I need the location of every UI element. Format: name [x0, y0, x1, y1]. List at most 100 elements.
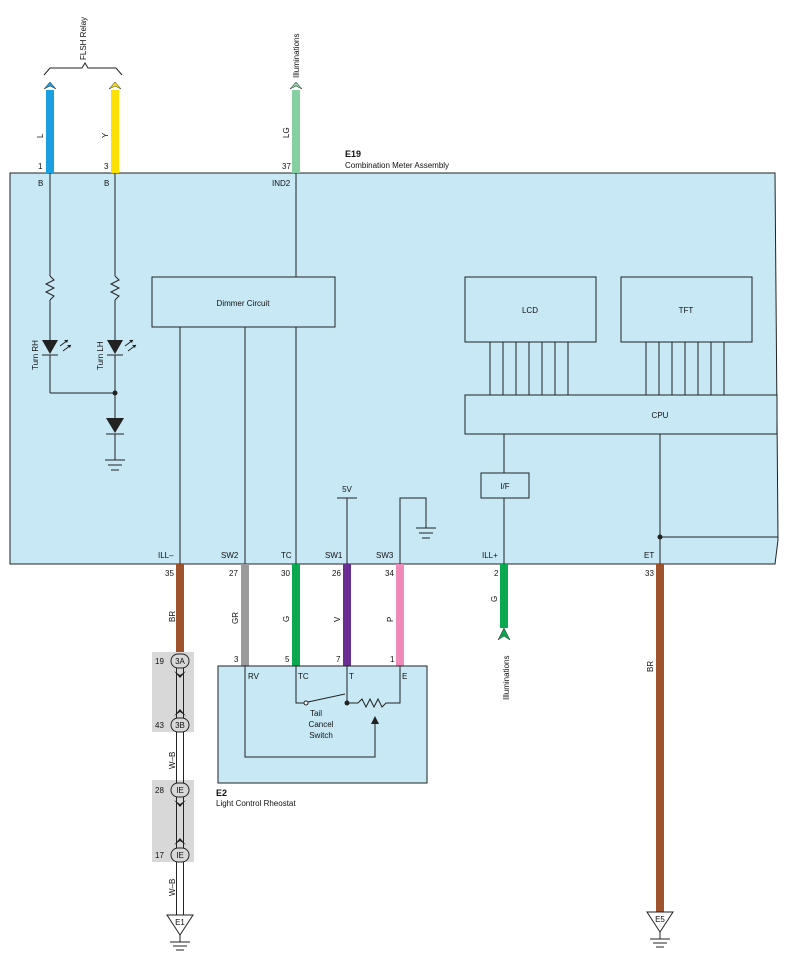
led-turn-lh-icon	[107, 339, 137, 356]
mate-arrow-IE-2-icon	[174, 838, 186, 845]
terminal-IND2: IND2	[272, 179, 291, 188]
e2-terminal-TC: TC	[298, 672, 309, 681]
terminal-SW3: SW3	[376, 551, 394, 560]
wire-P	[396, 564, 404, 666]
wire-code-G-tc: G	[282, 616, 291, 622]
illuminations-mid-label: Illuminations	[502, 656, 511, 700]
led-turn-rh-label: Turn RH	[31, 340, 40, 370]
rheostat-code: E2	[216, 788, 227, 798]
e2-terminal-E: E	[402, 672, 407, 681]
wire-code-V: V	[333, 616, 342, 622]
tft-label: TFT	[679, 306, 694, 315]
svg-text:3A: 3A	[175, 657, 185, 666]
terminal-ILL-minus: ILL–	[158, 551, 174, 560]
rheostat-box	[217, 665, 428, 784]
e2-pin-5: 5	[285, 655, 290, 664]
cpu-block	[464, 394, 778, 435]
meter-name: Combination Meter Assembly	[345, 161, 449, 170]
svg-text:IE: IE	[176, 851, 184, 860]
lcd-block	[464, 276, 597, 343]
if-block	[480, 472, 530, 499]
led-turn-lh-label: Turn LH	[96, 341, 105, 370]
e2-terminal-RV: RV	[248, 672, 260, 681]
wire-GR	[241, 564, 249, 666]
wire-Y	[108, 81, 122, 173]
wire-LG	[289, 81, 303, 173]
junction-pin-28: 28	[155, 786, 164, 795]
if-label: I/F	[500, 482, 509, 491]
dimmer-circuit-block	[151, 276, 336, 328]
pin-number-37: 37	[282, 162, 291, 171]
ground-internal-left-icon	[105, 459, 125, 471]
lcd-label: LCD	[522, 306, 538, 315]
meter-code: E19	[345, 149, 361, 159]
switch-label-cancel: Cancel	[309, 720, 334, 729]
wire-code-P: P	[386, 617, 395, 622]
wire-code-BR-right: BR	[646, 661, 655, 672]
pin-number-33: 33	[645, 569, 654, 578]
wire-code-L: L	[36, 133, 45, 138]
svg-text:IE: IE	[176, 786, 184, 795]
ground-E5-icon: E5	[646, 911, 674, 948]
junction-pin-43: 43	[155, 721, 164, 730]
svg-text:E1: E1	[175, 918, 185, 927]
rheostat-resistor	[357, 666, 401, 709]
wire-BR-left	[176, 564, 184, 654]
junction-pin-19: 19	[155, 657, 164, 666]
pin-number-1: 1	[38, 162, 43, 171]
mate-arrow-3B-icon	[174, 709, 186, 716]
e2-pin-1: 1	[390, 655, 395, 664]
terminal-ILL-plus: ILL+	[482, 551, 498, 560]
resistor-lh	[109, 275, 121, 301]
tft-block	[620, 276, 753, 343]
mate-arrow-3A-icon	[174, 671, 186, 678]
terminal-TC: TC	[281, 551, 292, 560]
e2-pin-7: 7	[336, 655, 341, 664]
wire-code-GR: GR	[231, 612, 240, 624]
wire-code-WB-2: W–B	[168, 879, 177, 896]
pin-number-2: 2	[494, 569, 499, 578]
lcd-bus-lines	[489, 342, 569, 395]
turn-indicator-circuit: Turn RH Turn LH	[31, 173, 137, 471]
junction-pin-17: 17	[155, 851, 164, 860]
wire-code-LG: LG	[282, 127, 291, 138]
dimmer-circuit-label: Dimmer Circuit	[217, 299, 271, 308]
wire-G-ill	[500, 564, 508, 628]
wire-G-ill-arrow	[497, 627, 511, 641]
terminal-SW1: SW1	[325, 551, 343, 560]
connector-IE-1-icon: IE	[170, 782, 190, 798]
e2-terminal-T: T	[349, 672, 354, 681]
pin-number-3: 3	[104, 162, 109, 171]
wire-code-G-ill: G	[490, 596, 499, 602]
illuminations-top-label: Illuminations	[292, 34, 301, 78]
wire-G-tc	[292, 564, 300, 666]
svg-text:E5: E5	[655, 915, 665, 924]
terminal-B-3: B	[104, 179, 109, 188]
cpu-label: CPU	[652, 411, 669, 420]
connector-IE-2-icon: IE	[170, 847, 190, 863]
supply-5v-label: 5V	[342, 485, 352, 494]
e2-pin-3: 3	[234, 655, 239, 664]
flsh-relay-brace: FLSH Relay	[43, 17, 123, 76]
pin-number-35: 35	[165, 569, 174, 578]
terminal-SW2: SW2	[221, 551, 239, 560]
wire-BR-right	[656, 564, 664, 912]
mate-arrow-IE-1-icon	[174, 800, 186, 807]
wire-V	[343, 564, 351, 666]
terminal-ET: ET	[644, 551, 654, 560]
switch-label-switch: Switch	[309, 731, 333, 740]
meter-panel	[9, 172, 779, 565]
resistor-rh	[44, 275, 56, 301]
ground-E1-icon: E1	[166, 914, 194, 951]
svg-text:3B: 3B	[175, 721, 185, 730]
terminal-B-1: B	[38, 179, 43, 188]
pin-number-34: 34	[385, 569, 394, 578]
flsh-relay-label: FLSH Relay	[79, 17, 88, 60]
tft-bus-lines	[645, 342, 725, 395]
tail-cancel-switch: Tail Cancel Switch	[244, 666, 401, 758]
connector-3A-icon: 3A	[170, 653, 190, 669]
pin-number-26: 26	[332, 569, 341, 578]
rheostat-name: Light Control Rheostat	[216, 799, 296, 808]
wire-code-Y: Y	[101, 132, 110, 138]
pin-number-30: 30	[281, 569, 290, 578]
